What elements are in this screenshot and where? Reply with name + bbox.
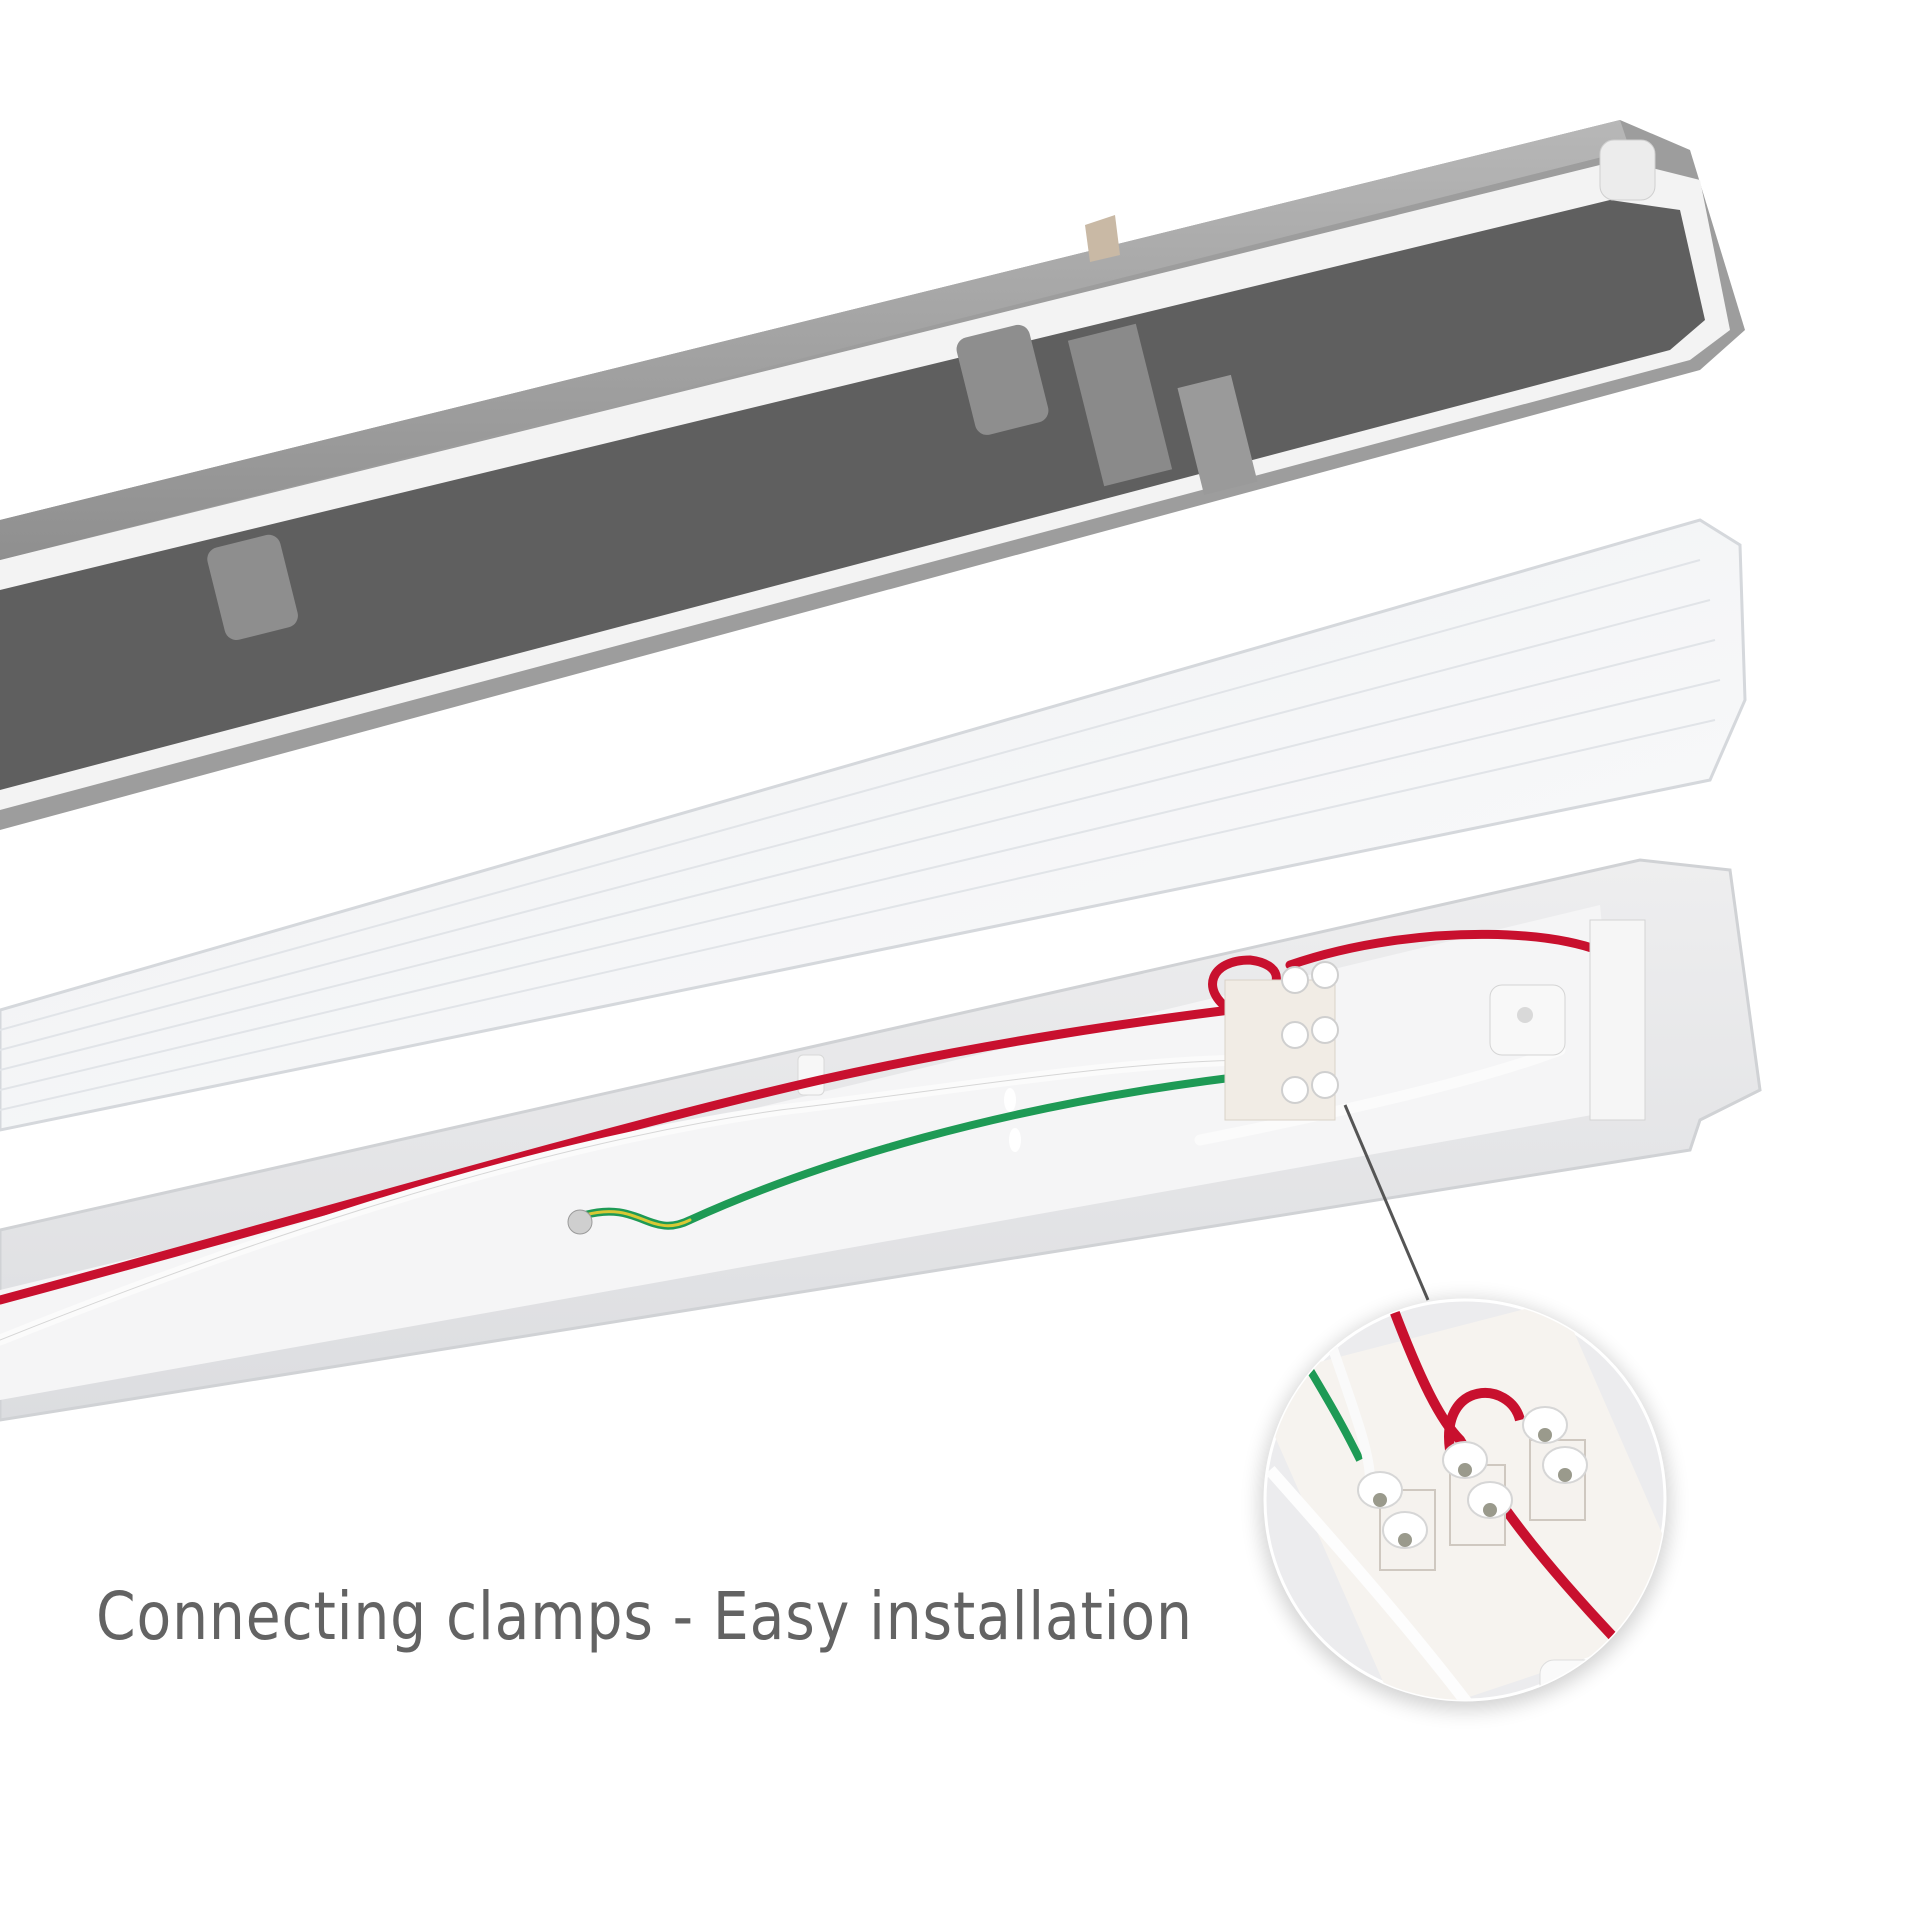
callout-line xyxy=(1343,1104,1430,1301)
magnifier-inset xyxy=(1260,1298,1670,1710)
caption-text: Connecting clamps - Easy installation xyxy=(96,1578,1193,1655)
diffuser xyxy=(0,518,1747,1132)
terminal-block xyxy=(1224,919,1646,1121)
housing xyxy=(0,120,1745,830)
